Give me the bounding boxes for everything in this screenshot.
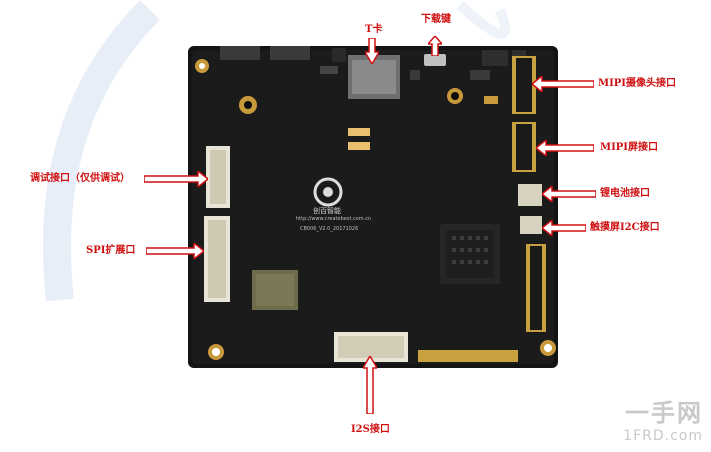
arrow-download-key [428, 36, 442, 56]
arrow-mipi-screen [536, 140, 594, 156]
label-spi-expand: SPI扩展口 [86, 245, 136, 256]
arrow-lithium-battery [542, 186, 596, 202]
arrow-mipi-camera [532, 76, 594, 92]
arrow-i2s-port [363, 356, 377, 414]
watermark-brand-cn: 一手网 [625, 399, 703, 427]
arrow-touch-i2c [542, 220, 586, 236]
board-logo-text: 创百智能 [313, 207, 341, 215]
touch-i2c-connector [520, 216, 542, 234]
arrow-debug-port [144, 171, 208, 187]
label-tf-card: T卡 [365, 24, 383, 35]
usb-connector [270, 46, 310, 60]
audio-jack [332, 48, 346, 62]
label-lithium-battery: 锂电池接口 [600, 188, 650, 199]
label-download-key: 下载键 [421, 14, 451, 25]
arrow-tf-card [365, 38, 379, 64]
label-mipi-screen: MIPI屏接口 [600, 142, 658, 153]
label-touch-i2c: 触摸屏I2C接口 [590, 222, 660, 233]
usb-connector [220, 46, 260, 60]
download-button [424, 54, 446, 66]
board-logo [313, 177, 343, 207]
label-debug-port: 调试接口（仅供调试） [30, 173, 130, 184]
label-i2s-port: I2S接口 [351, 424, 390, 435]
watermark-brand: 一手网 1FRD.com [623, 393, 703, 444]
watermark-brand-url: 1FRD.com [623, 428, 703, 444]
battery-connector [518, 184, 542, 206]
arrow-spi-expand [146, 243, 204, 259]
board-model: CB006_V2.0_20171026 [300, 226, 359, 232]
label-mipi-camera: MIPI摄像头接口 [598, 78, 676, 89]
board-url: http://www.createbest.com.cn [296, 216, 372, 222]
